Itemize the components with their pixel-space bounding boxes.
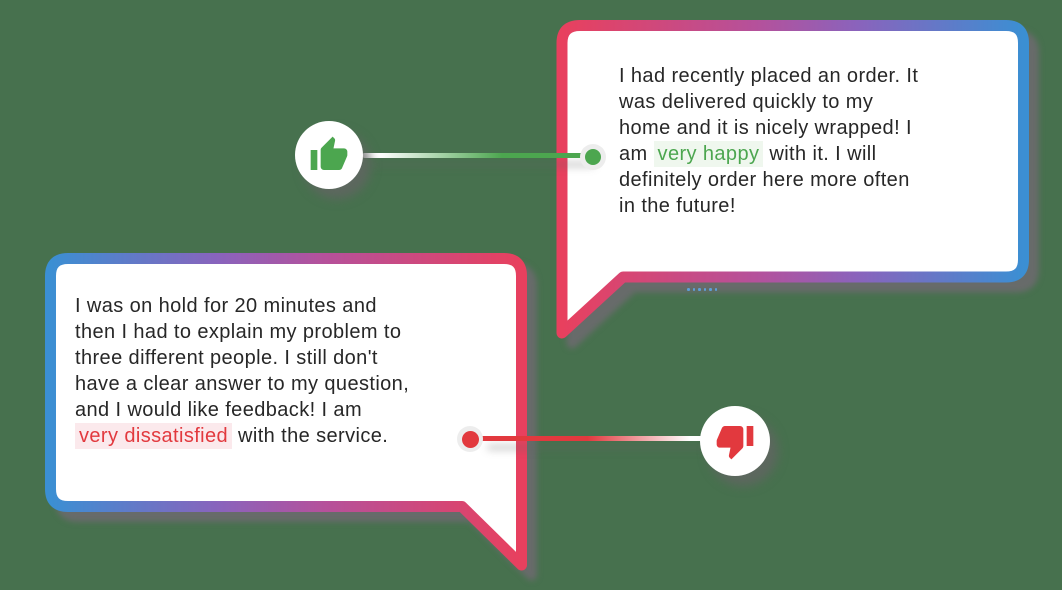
- positive-connector-line: [362, 153, 588, 158]
- review-line: three different people. I still don't: [75, 347, 378, 369]
- negative-review-text: I was on hold for 20 minutes and then I …: [75, 293, 409, 449]
- positive-bubble-outline: [556, 20, 1029, 339]
- thumbs-up-badge: [295, 121, 363, 189]
- negative-review-bubble: [45, 253, 527, 571]
- dotted-line-decoration: [687, 288, 717, 291]
- thumbs-down-icon: [716, 426, 754, 460]
- negative-endpoint-dot: [457, 426, 483, 452]
- positive-sentiment-highlight: very happy: [653, 141, 764, 167]
- review-line: definitely order here more often: [619, 169, 910, 191]
- thumbs-up-icon: [310, 136, 348, 170]
- negative-bubble-outline: [45, 253, 527, 571]
- negative-connector-line: [480, 436, 736, 441]
- review-line: I was on hold for 20 minutes and: [75, 295, 377, 317]
- positive-review-bubble: [556, 20, 1029, 339]
- review-line: very dissatisfied with the service.: [75, 423, 409, 449]
- thumbs-down-badge: [700, 406, 770, 476]
- negative-sentiment-highlight: very dissatisfied: [75, 423, 233, 449]
- review-line: have a clear answer to my question,: [75, 373, 410, 395]
- review-line: was delivered quickly to my: [619, 91, 874, 113]
- review-line: home and it is nicely wrapped! I: [619, 117, 912, 139]
- review-line: in the future!: [619, 195, 736, 217]
- positive-review-text: I had recently placed an order. It was d…: [619, 63, 918, 219]
- review-line: then I had to explain my problem to: [75, 321, 402, 343]
- review-line: and I would like feedback! I am: [75, 399, 362, 421]
- review-line: am very happy with it. I will: [619, 141, 877, 167]
- review-line: I had recently placed an order. It: [619, 65, 919, 87]
- positive-endpoint-dot: [580, 144, 606, 170]
